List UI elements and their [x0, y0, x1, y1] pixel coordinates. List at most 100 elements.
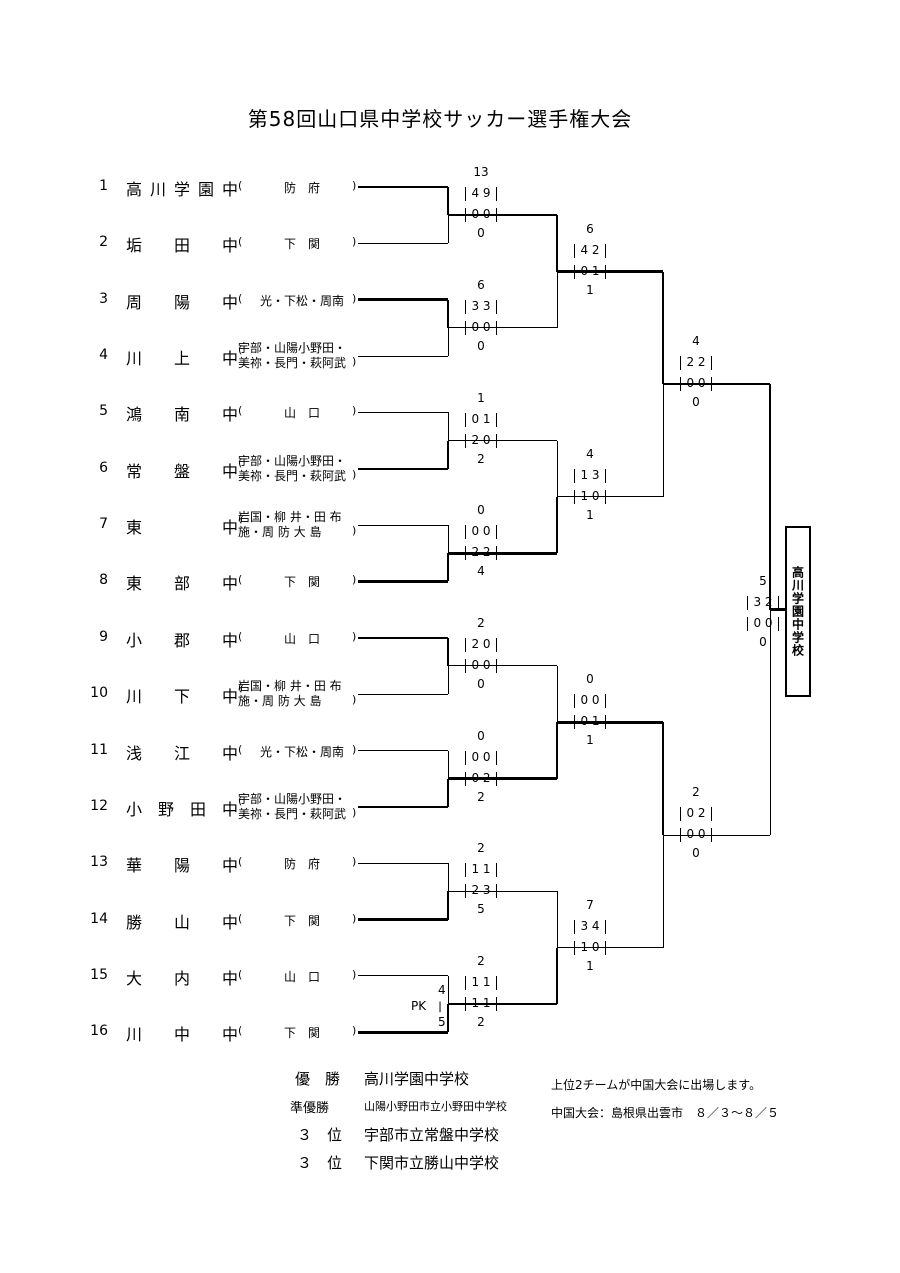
team-number: 10 — [90, 685, 108, 702]
region-open-paren: ( — [238, 179, 243, 192]
team-name: 浅江中 — [126, 740, 238, 764]
third-label-2: ３ 位 — [297, 1154, 343, 1172]
bracket-line — [446, 637, 450, 666]
half-scores: 2 0 — [471, 432, 491, 447]
score-bracket-left — [465, 637, 466, 652]
team-name-char: 江 — [173, 743, 190, 763]
team-name-char: 中 — [221, 405, 238, 425]
score-bracket-right — [496, 433, 497, 448]
team-region: 宇部・山陽小野田・ 美祢・長門・萩阿武 — [238, 341, 347, 371]
score-bracket-left — [680, 377, 681, 392]
bracket-line — [555, 215, 559, 272]
bottom-total-score: 1 — [586, 507, 594, 522]
bracket-line — [448, 890, 557, 892]
bracket-line — [446, 299, 450, 328]
score-bracket-left — [465, 976, 466, 991]
team-name-char: 部 — [173, 574, 190, 594]
half-scores: 4 9 — [471, 186, 491, 201]
team-region: 宇部・山陽小野田・ 美祢・長門・萩阿武 — [238, 791, 347, 821]
team-name-char: 盤 — [173, 461, 190, 481]
team-name-char: 郡 — [173, 630, 190, 650]
winner-value: 高川学園中学校 — [364, 1070, 470, 1088]
score-bracket-left — [465, 525, 466, 540]
top-half-scores: 1 1 — [465, 974, 497, 992]
top-total-score: 0 — [477, 728, 485, 743]
top-half-scores: 3 3 — [465, 298, 497, 316]
team-region: 下 関 — [283, 1026, 320, 1041]
score-bracket-right — [496, 771, 497, 786]
top-total-score: 5 — [759, 573, 767, 588]
team-name: 勝山中 — [126, 909, 238, 933]
team-name-char: 野 — [157, 799, 174, 819]
bracket-line — [447, 412, 449, 441]
region-close-paren: ) — [352, 911, 357, 925]
region-close-paren: ) — [352, 629, 357, 643]
team-name: 東部中 — [126, 570, 238, 594]
bracket-line — [557, 496, 663, 498]
score-bracket-left — [465, 208, 466, 223]
bracket-line — [447, 975, 449, 1005]
score-bracket-left — [465, 771, 466, 786]
score-bracket-right — [496, 750, 497, 765]
top-half-scores: 0 2 — [680, 805, 712, 823]
score-bracket-right — [496, 299, 497, 314]
bracket-line — [448, 777, 557, 780]
bottom-total-score: 0 — [477, 226, 485, 241]
bracket-line — [661, 722, 665, 835]
team-name: 常盤中 — [126, 458, 238, 482]
region-close-paren: ) — [352, 235, 357, 249]
score-bracket-left — [574, 489, 575, 504]
bracket-line — [358, 750, 448, 751]
bracket-line — [446, 187, 450, 216]
score-bracket-left — [465, 187, 466, 202]
bracket-line — [447, 863, 449, 892]
team-name-char: 川 — [126, 1025, 143, 1045]
top-half-scores: 2 2 — [680, 354, 712, 372]
team-name: 周陽中 — [126, 289, 238, 313]
team-name-char: 中 — [221, 856, 238, 876]
score-bracket-right — [778, 616, 779, 631]
score-bracket-right — [496, 208, 497, 223]
half-scores: 0 0 — [471, 319, 491, 334]
top-half-scores: 0 0 — [574, 692, 606, 710]
bracket-line — [447, 665, 449, 695]
bottom-total-score: 0 — [477, 338, 485, 353]
team-name-char: 田 — [189, 799, 206, 819]
bracket-line — [446, 778, 450, 807]
team-name-char: 中 — [173, 1025, 190, 1045]
team-name-char: 中 — [221, 236, 238, 256]
score-bracket-right — [496, 320, 497, 335]
top-total-score: 0 — [477, 503, 485, 518]
bracket-line — [358, 580, 448, 583]
bracket-line — [446, 553, 450, 582]
score-bracket-right — [496, 884, 497, 899]
pk-label: PK — [411, 999, 427, 1014]
top-total-score: 2 — [477, 841, 485, 856]
region-open-paren: ( — [238, 967, 243, 981]
score-bracket-left — [747, 595, 748, 610]
team-name: 小郡中 — [126, 627, 238, 651]
team-name-char: 中 — [221, 349, 238, 369]
team-name-char: 華 — [126, 856, 143, 876]
half-scores: 0 1 — [580, 263, 600, 278]
bottom-half-scores: 2 3 — [465, 882, 497, 900]
bracket-line — [358, 918, 448, 921]
score-bracket-left — [680, 828, 681, 843]
top-half-scores: 2 0 — [465, 636, 497, 654]
score-bracket-right — [711, 377, 712, 392]
half-scores: 3 3 — [471, 298, 491, 313]
bottom-half-scores: 1 0 — [574, 488, 606, 506]
bottom-total-score: 2 — [477, 789, 485, 804]
team-name: 東中 — [126, 514, 238, 538]
team-number: 12 — [90, 797, 108, 814]
bracket-line — [448, 213, 557, 217]
bottom-total-score: 0 — [759, 634, 767, 649]
region-open-paren: ( — [238, 629, 243, 643]
region-open-paren: ( — [238, 681, 243, 695]
score-bracket-left — [465, 750, 466, 765]
half-scores: 3 2 — [753, 594, 773, 609]
score-bracket-right — [496, 658, 497, 673]
top-half-scores: 0 0 — [465, 749, 497, 767]
region-close-paren: ) — [352, 855, 357, 869]
team-name-char: 浅 — [126, 743, 143, 763]
